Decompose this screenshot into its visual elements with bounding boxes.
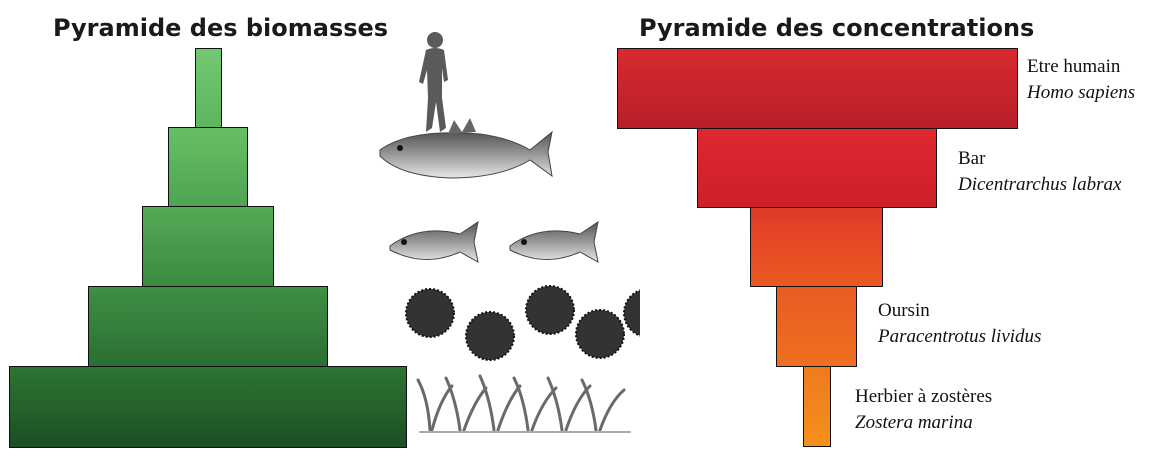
biomass-level-seagrass: [9, 366, 407, 448]
concentration-level-seagrass: [803, 366, 831, 447]
sea-urchin-icon: [406, 286, 640, 360]
level-label-sea-bass: Bar Dicentrarchus labrax: [958, 146, 1121, 198]
biomass-level-sea-bass: [168, 127, 248, 207]
seagrass-icon: [418, 376, 630, 432]
level-label-human: Etre humain Homo sapiens: [1027, 54, 1135, 106]
concentration-pyramid-title: Pyramide des concentrations: [639, 14, 1034, 42]
concentration-level-sea-urchin: [776, 286, 857, 367]
food-chain-illustrations: [370, 28, 640, 454]
biomass-level-human: [195, 48, 222, 128]
sea-bream-icon: [390, 222, 598, 262]
sea-bass-icon: [380, 118, 552, 178]
level-label-sea-urchin: Oursin Paracentrotus lividus: [878, 298, 1041, 350]
biomass-pyramid-title: Pyramide des biomasses: [53, 14, 388, 42]
concentration-level-sea-bass: [697, 128, 937, 208]
concentration-level-sea-bream: [750, 207, 883, 287]
concentration-level-human: [617, 48, 1018, 129]
level-label-seagrass: Herbier à zostères Zostera marina: [855, 384, 992, 436]
human-icon: [419, 32, 448, 132]
biomass-level-sea-bream: [142, 206, 274, 287]
biomass-level-sea-urchin: [88, 286, 328, 367]
